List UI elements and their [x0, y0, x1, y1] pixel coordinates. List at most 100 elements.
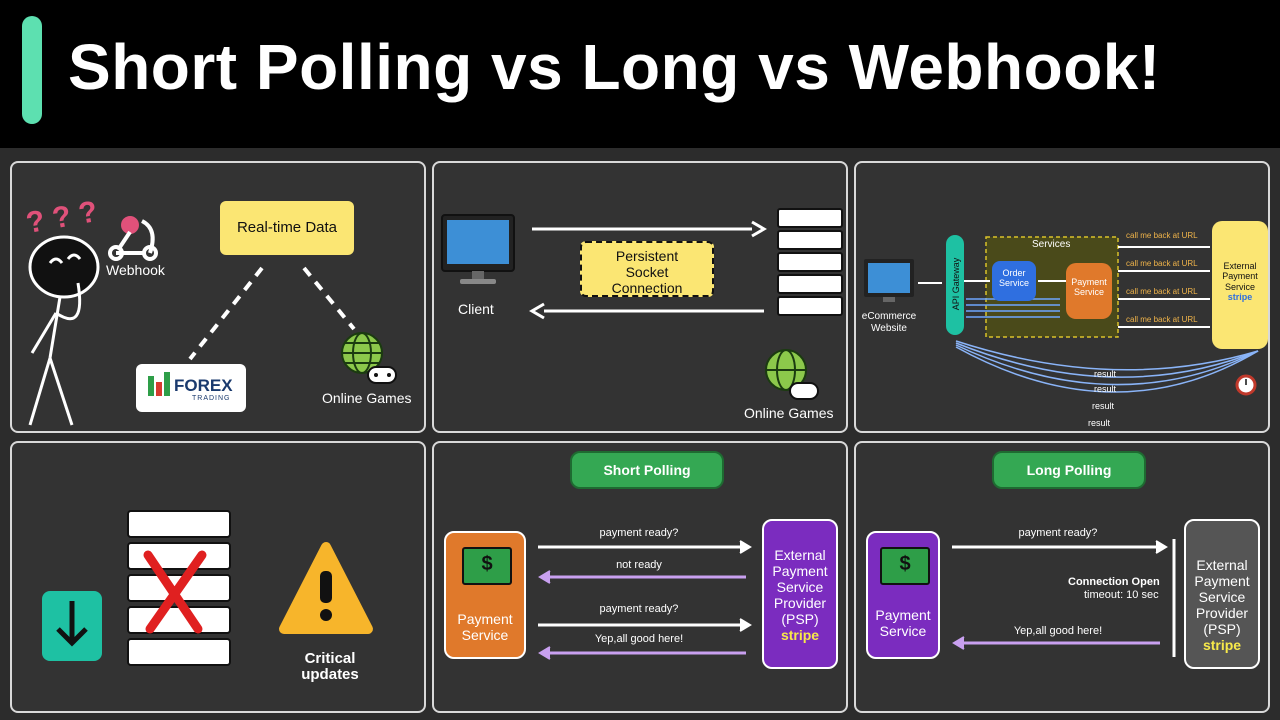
- result-label: result: [1088, 418, 1111, 428]
- money-icon: $: [880, 547, 930, 585]
- payment-line1: Payment: [1071, 277, 1107, 287]
- globe-icon: [765, 349, 807, 391]
- message-label: payment ready?: [599, 527, 679, 539]
- order-line2: Service: [998, 278, 1029, 289]
- payment-line2: Service: [1073, 287, 1104, 298]
- result-label: result: [1094, 384, 1117, 394]
- long-polling-title: Long Polling: [992, 451, 1146, 489]
- panel-persistent-socket: Persistent Socket Connection Client Onli…: [432, 161, 848, 433]
- services-label: Services: [1032, 239, 1071, 250]
- payment-service-box: Payment Service: [1066, 263, 1112, 319]
- critical-line2: updates: [301, 666, 359, 683]
- critical-updates-label: Critical updates: [282, 651, 378, 683]
- external-line2: Payment: [1222, 271, 1258, 282]
- online-games-label: Online Games: [322, 390, 412, 406]
- payment-line2: Service: [461, 627, 509, 644]
- webhook-icon: [108, 216, 158, 261]
- order-service-box: Order Service: [992, 261, 1036, 301]
- monitor-icon: [441, 214, 515, 284]
- online-games-label: Online Games: [744, 405, 834, 421]
- payment-service-box: $ Payment Service: [866, 531, 940, 659]
- psp-box: External Payment Service Provider (PSP) …: [1184, 519, 1260, 669]
- external-line1: External: [1223, 261, 1257, 271]
- forex-logo-text: FOREX: [174, 376, 233, 395]
- webhook-label: Webhook: [106, 262, 165, 278]
- psp-box: External Payment Service Provider (PSP) …: [762, 519, 838, 669]
- psp-line4: Provider: [773, 595, 827, 612]
- connection-line3: Connection: [611, 280, 683, 297]
- globe-icon: [341, 332, 383, 374]
- psp-line3: Service: [1198, 589, 1246, 606]
- message-label: Yep,all good here!: [1013, 625, 1103, 637]
- monitor-icon: [864, 259, 914, 302]
- download-icon: [42, 591, 102, 661]
- realtime-data-label: Real-time Data: [236, 219, 338, 236]
- psp-line5: (PSP): [781, 611, 819, 628]
- dashed-link-forex: [188, 266, 264, 361]
- warning-icon: [279, 542, 373, 634]
- result-label: result: [1094, 369, 1117, 379]
- psp-line1: External: [1196, 557, 1248, 573]
- gamepad-icon: [789, 382, 819, 400]
- server-rack-icon: [777, 208, 843, 316]
- realtime-data-box: Real-time Data: [220, 201, 354, 255]
- connection-open-label: Connection Open: [1068, 576, 1160, 588]
- payment-line1: Payment: [875, 607, 931, 623]
- external-line3: Service: [1224, 281, 1255, 292]
- client-label: Client: [458, 301, 494, 317]
- callback-label: call me back at URL: [1126, 315, 1198, 324]
- forex-logo-sub: TRADING: [192, 395, 231, 402]
- panel-webhook-architecture: eCommerce Website API Gateway Services O…: [854, 161, 1270, 433]
- dashed-link-games: [302, 266, 356, 331]
- timeout-label: timeout: 10 sec: [1084, 589, 1159, 601]
- message-label: Yep,all good here!: [594, 633, 684, 645]
- panel5-illustration: [538, 540, 752, 660]
- panel4-illustration: [42, 510, 373, 666]
- stripe-label: stripe: [780, 627, 820, 644]
- message-label: payment ready?: [599, 603, 679, 615]
- thinking-person-icon: [28, 235, 100, 426]
- psp-line3: Service: [776, 579, 824, 596]
- psp-line2: Payment: [1194, 573, 1250, 590]
- connection-line2: Socket: [625, 264, 669, 281]
- api-gateway-bar: [946, 235, 964, 335]
- stripe-label: stripe: [1227, 292, 1253, 303]
- callback-label: call me back at URL: [1126, 231, 1198, 240]
- stripe-label: stripe: [1202, 637, 1242, 654]
- order-line1: Order: [1002, 268, 1026, 278]
- panel3-illustration: [864, 235, 1259, 396]
- panel6-illustration: [952, 539, 1176, 657]
- panel-webhook-concept: ? ? ? Webhook Real-time Data FOREX TRADI…: [10, 161, 426, 433]
- connection-line1: Persistent: [615, 248, 679, 264]
- psp-line1: External: [774, 547, 826, 563]
- panel2-illustration: [441, 208, 843, 400]
- payment-line2: Service: [879, 623, 927, 640]
- page-title: Short Polling vs Long vs Webhook!: [68, 31, 1161, 103]
- ecommerce-line2: Website: [871, 323, 907, 334]
- accent-bar: [22, 16, 42, 124]
- panel-long-polling: Long Polling $ Payment Service payment r…: [854, 441, 1270, 713]
- message-label: not ready: [616, 559, 662, 571]
- ecommerce-line1: eCommerce: [861, 311, 917, 322]
- critical-line1: Critical: [304, 650, 356, 667]
- money-icon: $: [462, 547, 512, 585]
- psp-line4: Provider: [1195, 605, 1249, 622]
- alarm-clock-icon: [1235, 374, 1257, 396]
- psp-line5: (PSP): [1203, 621, 1241, 638]
- payment-line1: Payment: [457, 611, 513, 627]
- panel1-illustration: [28, 216, 397, 426]
- callback-label: call me back at URL: [1126, 259, 1198, 268]
- persistent-connection-box: Persistent Socket Connection: [580, 241, 714, 297]
- message-label: payment ready?: [1018, 527, 1098, 539]
- result-label: result: [1092, 401, 1115, 411]
- psp-line2: Payment: [772, 563, 828, 580]
- panel-short-polling: Short Polling $ Payment Service payment …: [432, 441, 848, 713]
- red-x-icon: [143, 550, 207, 634]
- header: Short Polling vs Long vs Webhook!: [0, 0, 1280, 148]
- external-payment-box: External Payment Service stripe: [1212, 221, 1268, 349]
- ecommerce-label: eCommerce Website: [856, 311, 922, 335]
- callback-label: call me back at URL: [1126, 287, 1198, 296]
- forex-logo: FOREX TRADING: [136, 364, 246, 412]
- payment-service-box: $ Payment Service: [444, 531, 526, 659]
- gamepad-icon: [367, 366, 397, 384]
